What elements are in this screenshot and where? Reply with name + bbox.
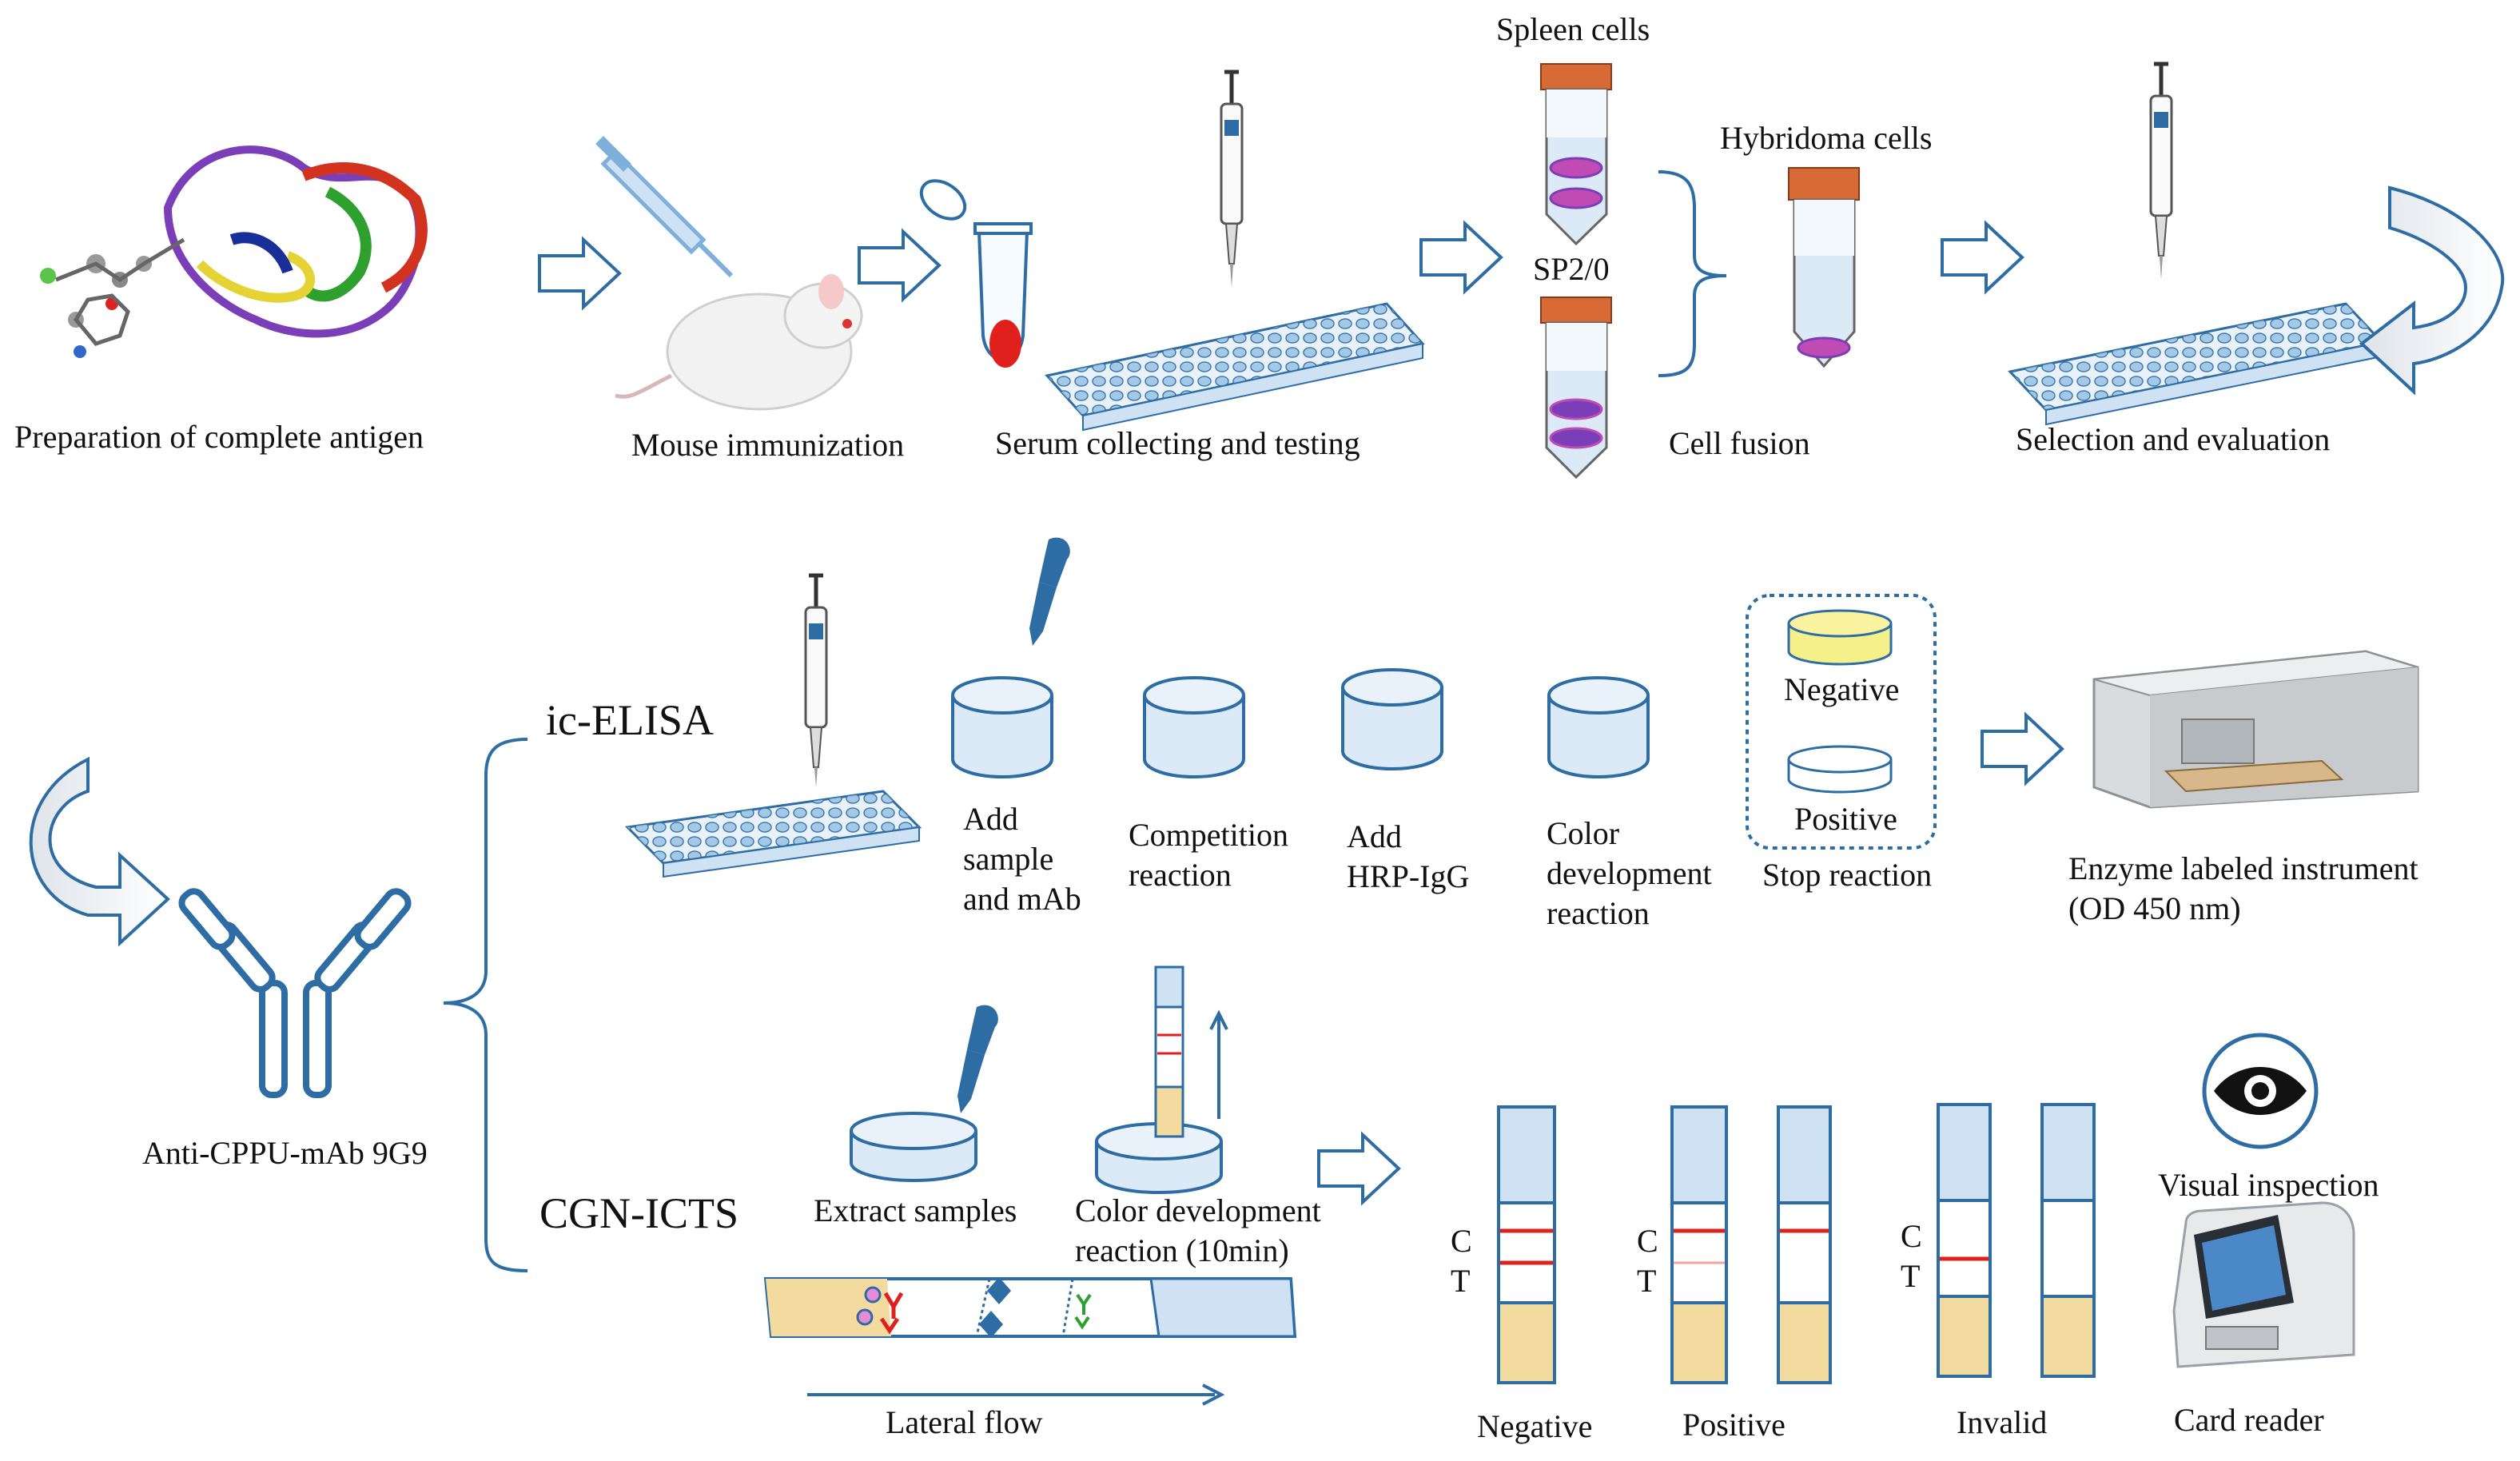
syringe-icon [595, 136, 734, 278]
strip-invalid-label: Invalid [1957, 1404, 2048, 1440]
negative-well-icon [1787, 609, 1893, 666]
arrow-right-icon [858, 228, 942, 303]
pipette-icon [1220, 70, 1244, 288]
microplate-icon [624, 790, 922, 878]
test-strip-invalid-a [1937, 1103, 1992, 1378]
elisa-positive-label: Positive [1794, 801, 1897, 837]
elisa-negative-label: Negative [1784, 671, 1900, 707]
curved-arrow-icon [2359, 185, 2505, 396]
c-label-1: C [1451, 1223, 1472, 1259]
elisa-well-icon [951, 676, 1053, 778]
sp20-label: SP2/0 [1533, 251, 1610, 287]
serum-label: Serum collecting and testing [995, 425, 1360, 461]
elisa-well-icon [1547, 676, 1650, 778]
t-label-3: T [1901, 1258, 1921, 1294]
hybridoma-tube-icon [1788, 167, 1860, 368]
card-reader-label: Card reader [2174, 1402, 2324, 1438]
hybridoma-label: Hybridoma cells [1720, 120, 1933, 156]
test-strip-negative [1497, 1105, 1556, 1384]
lateral-flow-strip-icon [763, 1277, 1297, 1338]
antigen-label: Preparation of complete antigen [14, 419, 424, 455]
step2-l2: reaction [1129, 857, 1232, 893]
arrow-right-icon [1317, 1131, 1401, 1206]
t-label-2: T [1637, 1263, 1657, 1299]
mouse-icon [615, 274, 863, 411]
arrow-right-icon [1981, 711, 2064, 786]
visual-inspection-label: Visual inspection [2158, 1167, 2379, 1203]
instrument-label-l1: Enzyme labeled instrument [2068, 850, 2418, 886]
stop-reaction-label: Stop reaction [1762, 857, 1933, 893]
color-dev-label-l2: reaction (10min) [1075, 1232, 1289, 1268]
lateral-flow-arrow-icon [807, 1383, 1225, 1406]
positive-well-icon [1787, 745, 1893, 794]
stop-reaction-box [1746, 594, 1937, 850]
lateral-flow-label: Lateral flow [886, 1404, 1043, 1440]
selection-label: Selection and evaluation [2016, 421, 2331, 457]
strip-negative-label: Negative [1477, 1408, 1593, 1444]
arrow-right-icon [538, 236, 622, 311]
curved-arrow-icon [29, 756, 170, 947]
step3-l2: HRP-IgG [1347, 858, 1470, 894]
step1-l3: and mAb [963, 881, 1081, 917]
step3-l1: Add [1347, 818, 1402, 854]
eye-icon [2202, 1033, 2319, 1149]
pipette-icon [804, 573, 828, 787]
antibody-label: Anti-CPPU-mAb 9G9 [142, 1135, 428, 1171]
microplate-icon [1045, 302, 1425, 432]
step2-l1: Competition [1129, 817, 1288, 853]
eppendorf-tube-icon [919, 179, 1033, 368]
color-dev-label-l1: Color development [1075, 1192, 1321, 1228]
elisa-well-icon [1143, 676, 1245, 778]
c-label-2: C [1637, 1223, 1658, 1259]
spleen-label: Spleen cells [1496, 11, 1650, 47]
strip-positive-label: Positive [1682, 1407, 1785, 1443]
fusion-label: Cell fusion [1669, 425, 1810, 461]
elisa-method-label: ic-ELISA [546, 696, 714, 744]
brace-icon [1658, 170, 1727, 377]
test-strip-positive-b [1777, 1105, 1832, 1384]
dropper-icon [1029, 537, 1070, 646]
t-label-1: T [1451, 1263, 1471, 1299]
step4-l1: Color [1547, 815, 1620, 851]
instrument-label-l2: (OD 450 nm) [2068, 890, 2241, 926]
step1-l1: Add [963, 801, 1018, 837]
icts-method-label: CGN-ICTS [539, 1189, 739, 1237]
step1-l2: sample [963, 841, 1054, 877]
dropper-icon [957, 1005, 998, 1113]
test-strip-positive-a [1670, 1105, 1728, 1384]
pipette-icon [2149, 62, 2173, 280]
immunization-label: Mouse immunization [631, 427, 905, 463]
card-reader-icon [2172, 1201, 2355, 1368]
sp20-tube-icon [1540, 297, 1612, 480]
extract-label: Extract samples [814, 1192, 1017, 1228]
plate-reader-icon [2092, 650, 2419, 809]
brace-icon [443, 738, 528, 1272]
sample-dish-icon [850, 1112, 977, 1182]
spleen-tube-icon [1540, 63, 1612, 246]
antibody-icon [178, 888, 412, 1098]
arrow-right-icon [1419, 220, 1503, 295]
antigen-molecule-icon [40, 145, 428, 358]
strip-in-dish-icon [1095, 965, 1228, 1194]
microplate-icon [2008, 302, 2384, 426]
step4-l3: reaction [1547, 895, 1650, 931]
c-label-3: C [1901, 1218, 1922, 1254]
arrow-right-icon [1941, 220, 2024, 295]
elisa-well-icon [1341, 668, 1443, 770]
step4-l2: development [1547, 855, 1712, 891]
test-strip-invalid-b [2040, 1103, 2096, 1378]
